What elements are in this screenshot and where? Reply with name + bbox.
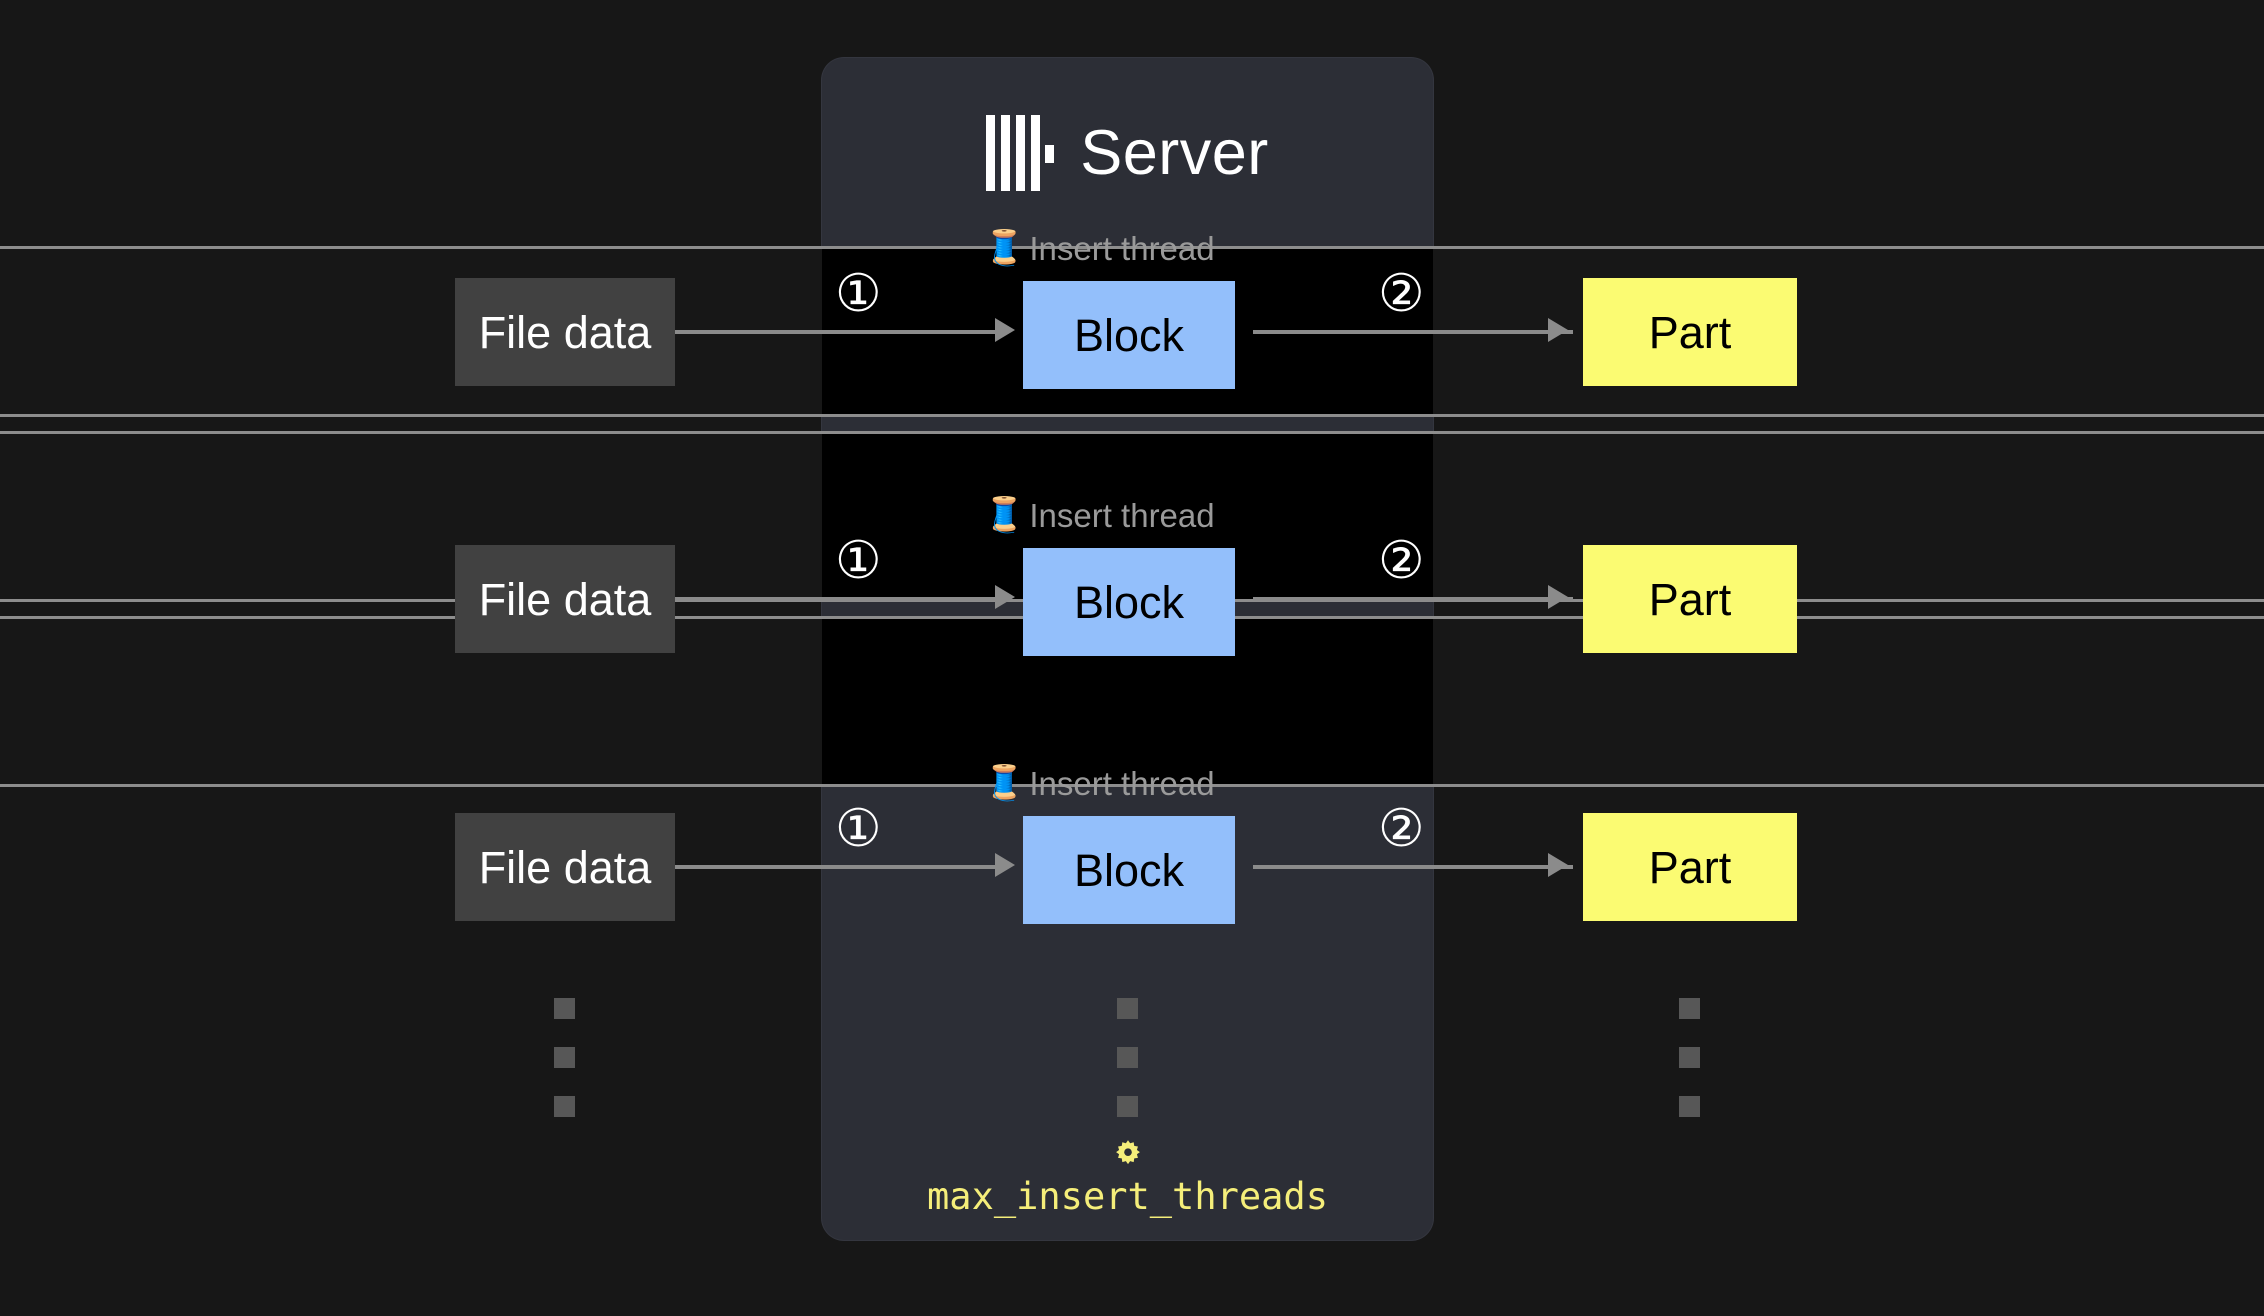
connector-filedata-to-block: [675, 865, 995, 869]
insert-thread-text: Insert thread: [1029, 229, 1215, 267]
step-number-in: ①: [835, 531, 882, 591]
connector-filedata-to-block: [675, 330, 995, 334]
insert-thread-lane: [0, 431, 2264, 602]
arrowhead-icon: [995, 318, 1015, 342]
setting-name: max_insert_threads: [927, 1175, 1328, 1218]
lane-mask-left: [0, 619, 822, 784]
file-data-box: File data: [455, 278, 675, 386]
ellipsis-dot: [1117, 998, 1138, 1019]
insert-thread-label: 🧵 Insert thread: [983, 227, 1215, 269]
lane-divider: [822, 784, 1433, 787]
step-number-out: ②: [1378, 531, 1425, 591]
lane-mask-left: [0, 434, 822, 599]
insert-thread-label: 🧵 Insert thread: [983, 494, 1215, 536]
ellipsis-dot: [554, 1047, 575, 1068]
thread-spool-icon: 🧵: [983, 229, 1026, 267]
ellipsis-dot: [1679, 1047, 1700, 1068]
lane-divider: [822, 414, 1433, 417]
arrowhead-icon: [1548, 318, 1568, 342]
insert-thread-text: Insert thread: [1029, 764, 1215, 802]
server-title: Server: [1080, 117, 1269, 188]
step-number-out: ②: [1378, 799, 1425, 859]
insert-thread-label: 🧵 Insert thread: [983, 762, 1215, 804]
part-box: Part: [1583, 278, 1797, 386]
ellipsis-dots-center: [1117, 998, 1138, 1117]
connector-block-to-part: [1253, 330, 1573, 334]
arrowhead-icon: [995, 853, 1015, 877]
ellipsis-dot: [1679, 998, 1700, 1019]
ellipsis-dot: [1117, 1047, 1138, 1068]
setting-annotation: max_insert_threads: [822, 1138, 1433, 1215]
file-data-box: File data: [455, 813, 675, 921]
thread-spool-icon: 🧵: [983, 496, 1026, 534]
server-header: Server: [822, 98, 1433, 208]
arrowhead-icon: [995, 585, 1015, 609]
lane-divider: [822, 431, 1433, 434]
ellipsis-dot: [1679, 1096, 1700, 1117]
lane-mask-right: [1433, 434, 2264, 599]
step-number-out: ②: [1378, 264, 1425, 324]
connector-filedata-to-block: [675, 597, 995, 601]
ellipsis-dot: [554, 998, 575, 1019]
ellipsis-dot: [1117, 1096, 1138, 1117]
block-box: Block: [1023, 816, 1235, 924]
step-number-in: ①: [835, 799, 882, 859]
step-number-in: ①: [835, 264, 882, 324]
lane-mask-right: [1433, 619, 2264, 784]
part-box: Part: [1583, 545, 1797, 653]
thread-spool-icon: 🧵: [983, 764, 1026, 802]
file-data-box: File data: [455, 545, 675, 653]
block-box: Block: [1023, 548, 1235, 656]
gear-icon: [1115, 1140, 1140, 1165]
block-box: Block: [1023, 281, 1235, 389]
arrowhead-icon: [1548, 585, 1568, 609]
part-box: Part: [1583, 813, 1797, 921]
insert-thread-text: Insert thread: [1029, 496, 1215, 534]
connector-block-to-part: [1253, 597, 1573, 601]
lane-divider: [822, 246, 1433, 249]
clickhouse-logo-icon: [986, 115, 1055, 191]
ellipsis-dots-right: [1679, 998, 1700, 1117]
ellipsis-dot: [554, 1096, 575, 1117]
ellipsis-dots-left: [554, 998, 575, 1117]
connector-block-to-part: [1253, 865, 1573, 869]
arrowhead-icon: [1548, 853, 1568, 877]
